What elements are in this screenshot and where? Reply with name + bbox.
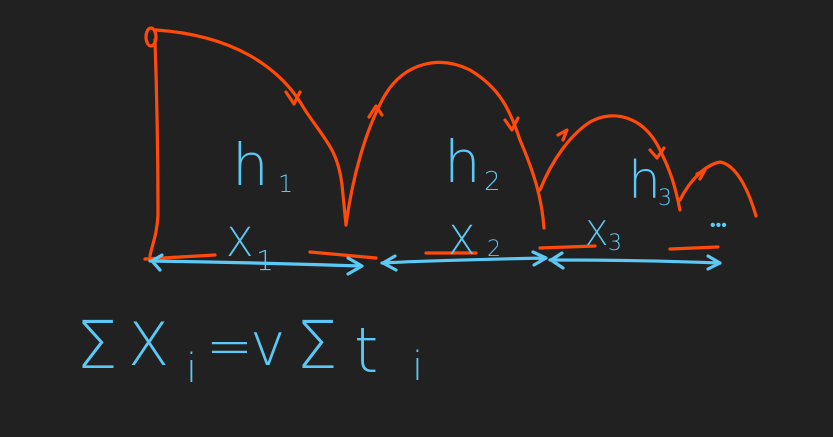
label-x1-sub: 1 [256,244,274,277]
arrow-icon [695,168,707,181]
arrow-icon [556,128,569,142]
ellipsis: ••• [710,215,727,234]
formula-sigma-right: Σ [296,307,338,384]
formula: Σ X i = v Σ t i [76,307,423,392]
x1-arrow [148,253,364,276]
bounce-arc-2 [344,60,546,230]
formula-t: t [354,314,378,387]
formula-sigma-left: Σ [76,307,118,384]
label-x3-sub: 3 [608,231,622,256]
distance-arrows [148,250,722,276]
ball-start-icon [144,26,158,48]
x3-arrow [548,251,722,271]
formula-x-sub: i [186,346,197,392]
bounce-arc-4 [678,160,758,218]
label-h1-sub: 1 [278,170,293,198]
ground-segments [143,244,720,261]
formula-equals: = [206,314,253,379]
bounce-arc-1 [154,28,348,227]
drop-line [148,38,160,258]
label-x2: X [448,218,475,264]
label-h2: h [444,128,481,196]
arrow-icon [648,146,666,160]
label-x1: X [226,220,253,266]
label-x3: X [585,214,608,254]
x2-arrow [380,250,548,272]
bounce-arc-3 [538,114,682,212]
label-h3: h [628,151,661,211]
formula-x: X [128,310,169,380]
label-h1: h [232,131,269,199]
formula-v: v [250,310,286,380]
label-x2-sub: 2 [487,237,501,262]
formula-t-sub: i [412,344,423,390]
arrow-icon [503,116,520,132]
arrow-icon [367,104,384,119]
label-h2-sub: 2 [484,167,501,197]
arrow-icon [284,90,302,106]
label-h3-sub: 3 [658,186,672,211]
ball-trajectory [143,26,758,261]
